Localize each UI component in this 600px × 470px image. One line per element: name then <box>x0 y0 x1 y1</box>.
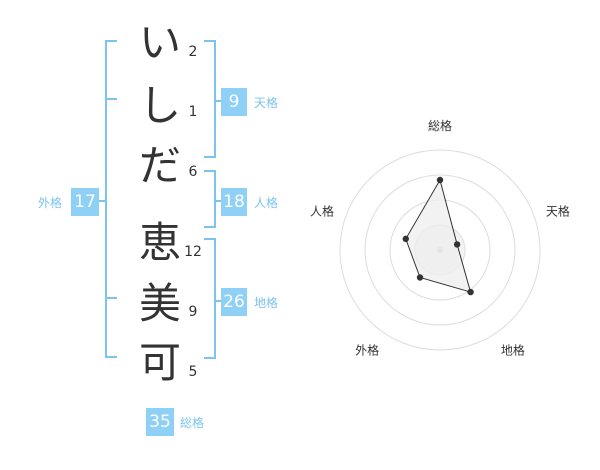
tenkaku-value: 9 <box>221 88 247 116</box>
name-char-1: い <box>138 18 181 67</box>
stroke-count-2: 1 <box>188 104 198 120</box>
name-char-3: だ <box>138 141 181 190</box>
radar-point-3 <box>467 288 474 296</box>
name-char-6: 可 <box>138 338 181 387</box>
radar-series-polygon <box>405 178 472 293</box>
name-char-4: 恵 <box>138 218 181 267</box>
stroke-count-3: 6 <box>188 164 198 180</box>
radar-ring <box>364 174 516 326</box>
radar-axis-label-1: 総格 <box>428 118 452 133</box>
stroke-count-5: 9 <box>188 304 198 320</box>
stroke-count-4: 12 <box>184 244 202 260</box>
soukaku-value: 35 <box>146 408 174 436</box>
jinkaku-label: 人格 <box>254 196 279 210</box>
chikaku-label: 地格 <box>254 296 279 310</box>
radar-point-4 <box>416 274 424 281</box>
radar-point-5 <box>402 235 409 243</box>
name-char-5: 美 <box>138 279 181 328</box>
chikaku-value: 26 <box>221 288 247 316</box>
radar-axis-label-3: 地格 <box>501 342 525 357</box>
name-char-2: し <box>138 81 181 130</box>
stroke-count-6: 5 <box>188 364 198 380</box>
radar-axis-label-5: 人格 <box>310 204 334 219</box>
radar-point-1 <box>436 176 444 184</box>
radar-ring <box>339 149 541 351</box>
soukaku-label: 総格 <box>180 416 205 430</box>
radar-axis-label-2: 天格 <box>546 204 570 219</box>
stroke-count-1: 2 <box>188 44 198 60</box>
radar-point-2 <box>453 241 461 248</box>
radar-axis-label-4: 外格 <box>355 342 379 357</box>
gaikaku-label: 外格 <box>38 196 63 210</box>
jinkaku-value: 18 <box>221 188 247 216</box>
gaikaku-value: 17 <box>71 188 99 216</box>
tenkaku-label: 天格 <box>254 96 279 110</box>
